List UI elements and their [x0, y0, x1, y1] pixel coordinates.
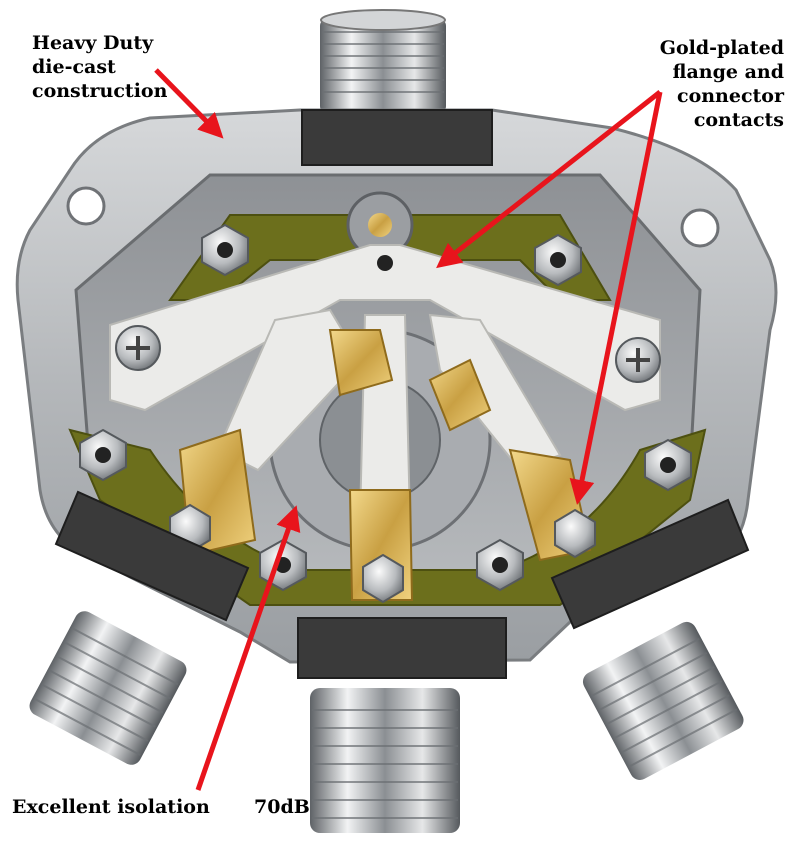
- gold-plated-line-1: Gold-plated: [659, 37, 784, 59]
- heavy-duty-label: Heavy Duty die-cast construction: [32, 31, 167, 103]
- gold-plated-label: Gold-plated flange and connector contact…: [660, 36, 784, 132]
- mounting-hole-icon: [66, 186, 720, 248]
- heavy-duty-line-2: die-cast: [32, 56, 116, 78]
- top-connector-icon: [320, 9, 446, 114]
- connector-icon: [29, 611, 744, 833]
- center-pin-icon: [377, 255, 393, 271]
- gold-plated-line-3: connector: [677, 85, 784, 107]
- isolation-label: Excellent isolation: [12, 796, 210, 818]
- heavy-duty-line-3: construction: [32, 80, 168, 102]
- isolation-value-label: 70dB: [254, 796, 310, 818]
- screw-icon: [115, 325, 661, 383]
- heavy-duty-line-1: Heavy Duty: [32, 32, 154, 54]
- gold-plated-line-4: contacts: [693, 109, 784, 131]
- insulator-arms: [109, 244, 661, 521]
- gasket-pads: [54, 109, 750, 679]
- gold-plated-line-2: flange and: [672, 61, 784, 83]
- arrow-icon: [154, 68, 663, 791]
